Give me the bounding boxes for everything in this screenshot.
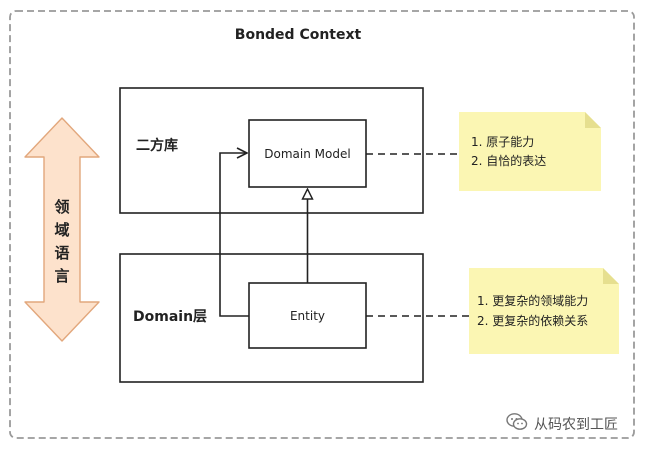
second-party-library-label: 二方库 <box>136 137 178 154</box>
bounded-context-title: Bonded Context <box>235 27 362 43</box>
note-bottom-fold <box>603 268 619 284</box>
watermark: 从码农到工匠 <box>506 412 618 436</box>
entity-label: Entity <box>290 309 325 323</box>
domain-language-char-4: 言 <box>54 267 69 285</box>
wechat-icon <box>506 412 528 436</box>
domain-language-char-1: 领 <box>53 198 69 216</box>
bounded-context-frame <box>9 10 635 439</box>
entity-node <box>248 282 367 349</box>
note-top <box>459 112 601 191</box>
note-bottom-line-2: 2. 更复杂的依赖关系 <box>477 313 588 328</box>
note-top-fold <box>585 112 601 128</box>
note-top-line-1: 1. 原子能力 <box>471 135 534 149</box>
dependency-connector <box>219 153 249 317</box>
second-party-library-box <box>119 87 424 214</box>
domain-language-char-2: 域 <box>54 221 69 239</box>
domain-language-arrow <box>24 117 100 342</box>
domain-model-node <box>248 119 367 188</box>
domain-language-char-3: 语 <box>54 244 69 262</box>
domain-model-label: Domain Model <box>264 147 350 161</box>
watermark-text: 从码农到工匠 <box>534 417 618 433</box>
domain-layer-box <box>119 253 424 383</box>
note-top-line-2: 2. 自恰的表达 <box>471 153 546 168</box>
note-bottom <box>469 268 619 354</box>
note-bottom-line-1: 1. 更复杂的领域能力 <box>477 293 588 308</box>
domain-layer-label: Domain层 <box>133 309 207 325</box>
